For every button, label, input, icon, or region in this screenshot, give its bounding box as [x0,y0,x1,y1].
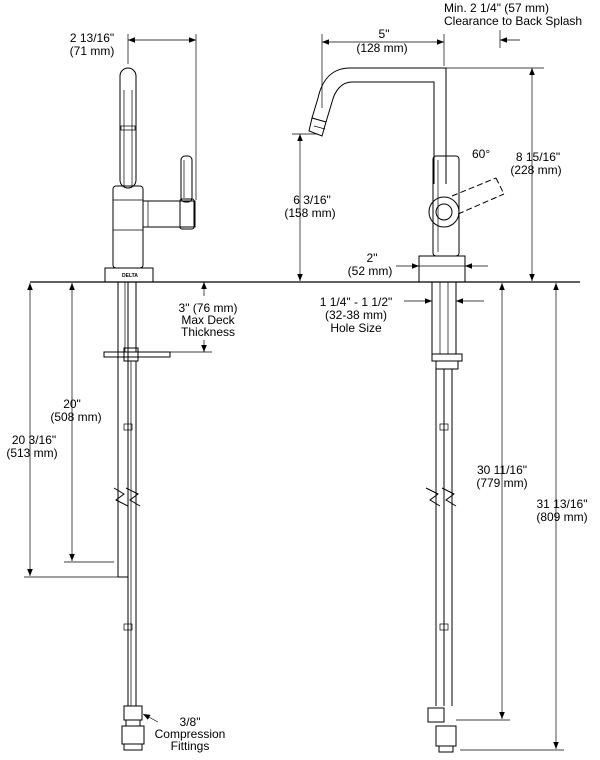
dim-supply-30-in: 30 11/16" [477,463,527,477]
dim-reach [321,34,445,108]
dim-spout-height-in: 6 3/16" [293,193,331,207]
dim-supply-31-in: 31 13/16" [537,497,588,511]
dim-shank-20-3-16-mm: (513 mm) [6,446,57,460]
dim-overall-height [440,67,544,281]
brand-mark: DELTA [122,273,138,279]
dim-hole-size-line2: (32-38 mm) [325,308,387,322]
dim-deck-thickness [170,282,212,353]
fittings-leader [142,713,159,723]
fittings-line2: Compression [155,727,226,741]
dim-clearance-line2: Clearance to Back Splash [444,14,582,28]
dim-deck-thickness-line2: Max Deck [181,313,235,327]
dim-supply-30 [456,283,510,721]
dim-base-diameter-in: 2" [367,251,378,265]
dim-spout-width [127,34,197,200]
dim-supply-30-mm: (779 mm) [476,476,527,490]
dim-supply-31 [460,283,564,751]
side-view-faucet: DELTA [103,67,196,751]
dim-reach-in: 5" [379,27,390,41]
dim-clearance [499,30,520,48]
dim-spout-width-in: 2 13/16" [70,31,114,45]
dim-handle-angle: 60° [472,147,490,161]
dim-spout-height [292,133,318,281]
fittings-line3: Fittings [171,739,210,753]
dim-overall-height-in: 8 15/16" [516,150,560,164]
dim-spout-height-mm: (158 mm) [284,206,335,220]
dim-shank-20-3-16 [24,283,118,578]
dim-hole-size-line1: 1 1/4" - 1 1/2" [320,295,393,309]
front-view-faucet [308,67,505,753]
dim-shank-20-mm: (508 mm) [50,410,101,424]
dim-hole-size-line3: Hole Size [330,321,382,335]
dim-shank-20-3-16-in: 20 3/16" [12,433,56,447]
dim-deck-thickness-line3: Thickness [181,325,235,339]
dim-base-diameter-mm: (52 mm) [348,264,393,278]
dim-deck-thickness-line1: 3" (76 mm) [179,301,238,315]
dim-overall-height-mm: (228 mm) [510,163,561,177]
dim-clearance-line1: Min. 2 1/4" (57 mm) [444,1,549,15]
dim-spout-width-mm: (71 mm) [70,44,115,58]
fittings-line1: 3/8" [180,715,201,729]
dim-shank-20 [64,283,114,563]
dim-shank-20-in: 20" [63,397,81,411]
dim-supply-31-mm: (809 mm) [536,510,587,524]
dim-reach-mm: (128 mm) [356,41,407,55]
